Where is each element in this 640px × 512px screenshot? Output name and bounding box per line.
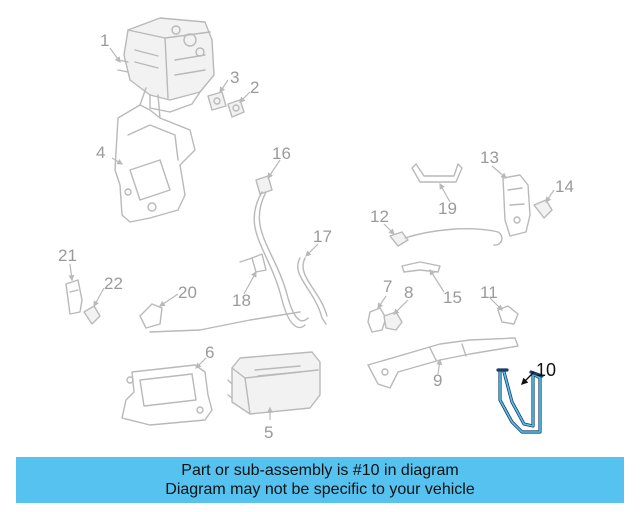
part-9-rail[interactable] [367, 337, 519, 389]
callout-2[interactable]: 2 [250, 78, 259, 97]
part-11-clip[interactable] [497, 305, 519, 325]
part-21-bracket[interactable] [65, 279, 83, 315]
callout-13[interactable]: 13 [480, 148, 499, 167]
part-20-bracket[interactable] [139, 303, 301, 333]
part-8-nut[interactable] [383, 311, 403, 331]
callout-15[interactable]: 15 [443, 288, 462, 307]
part-13-bracket[interactable] [502, 174, 531, 237]
callout-1[interactable]: 1 [100, 31, 109, 50]
callout-21[interactable]: 21 [58, 246, 77, 265]
banner-line-2: Diagram may not be specific to your vehi… [165, 481, 475, 498]
callout-4[interactable]: 4 [96, 143, 105, 162]
callout-22[interactable]: 22 [104, 274, 123, 293]
part-18-clip[interactable] [239, 253, 267, 273]
part-4-bracket[interactable] [114, 87, 196, 223]
callout-20[interactable]: 20 [178, 283, 197, 302]
callout-5[interactable]: 5 [264, 423, 273, 442]
part-5-module[interactable] [227, 351, 321, 415]
callout-6[interactable]: 6 [205, 343, 214, 362]
callout-3[interactable]: 3 [230, 68, 239, 87]
callout-12[interactable]: 12 [370, 207, 389, 226]
part-22-clip[interactable] [83, 305, 101, 325]
callout-9[interactable]: 9 [433, 371, 442, 390]
callout-8[interactable]: 8 [404, 283, 413, 302]
part-1-abs-unit[interactable] [117, 17, 215, 113]
part-10-u-bracket[interactable] [496, 368, 544, 434]
callout-7[interactable]: 7 [383, 277, 392, 296]
part-6-bracket[interactable] [121, 364, 213, 426]
part-2-grommet[interactable] [227, 99, 245, 118]
part-12-sensor[interactable] [389, 227, 503, 247]
callout-11[interactable]: 11 [480, 283, 498, 302]
callout-16[interactable]: 16 [272, 144, 291, 163]
callout-17[interactable]: 17 [313, 227, 332, 246]
info-banner: Part or sub-assembly is #10 in diagram D… [16, 457, 624, 503]
part-19-bracket[interactable] [411, 163, 463, 183]
callout-labels: 1 2 3 4 5 6 7 8 9 10 11 12 13 14 15 16 1… [58, 31, 574, 442]
callout-14[interactable]: 14 [555, 177, 574, 196]
part-15-bracket[interactable] [401, 261, 441, 273]
parts-diagram: 1 2 3 4 5 6 7 8 9 10 11 12 13 14 15 16 1… [58, 17, 574, 442]
part-14-grommet[interactable] [533, 199, 553, 219]
part-7-clip[interactable] [367, 307, 387, 333]
banner-line-1: Part or sub-assembly is #10 in diagram [181, 462, 459, 479]
callout-10[interactable]: 10 [536, 360, 556, 380]
part-17-sensor-cable[interactable] [297, 257, 328, 325]
callout-19[interactable]: 19 [438, 199, 457, 218]
callout-18[interactable]: 18 [232, 291, 251, 310]
leader-lines [68, 47, 555, 420]
part-3-bushing[interactable] [207, 91, 227, 111]
part-16-sensor-cable[interactable] [253, 175, 309, 329]
